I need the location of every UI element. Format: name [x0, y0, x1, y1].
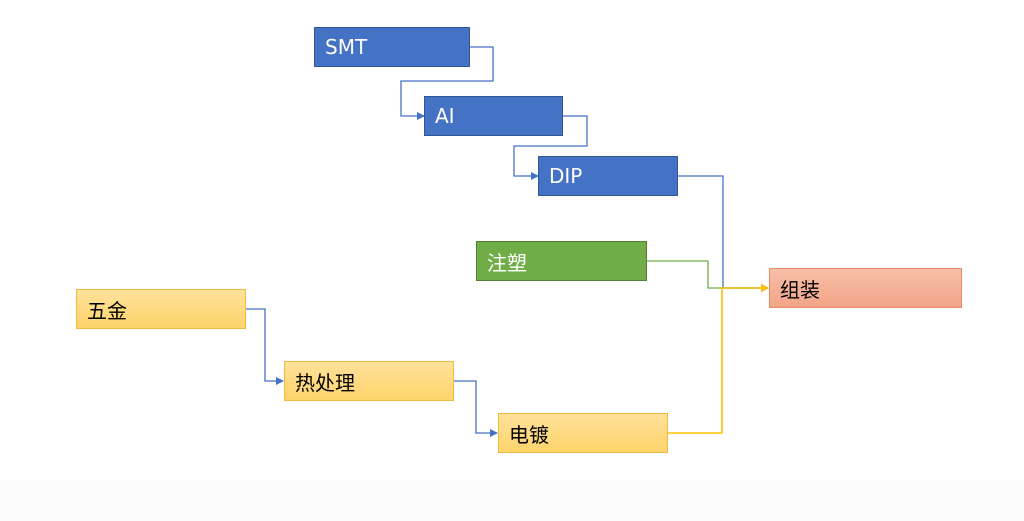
connector-smt-to-ai: [400, 46, 494, 120]
node-plating: 电镀: [498, 413, 668, 453]
node-injection: 注塑: [476, 241, 647, 281]
connector-ai-to-dip: [513, 115, 588, 180]
node-assembly-label: 组装: [780, 277, 820, 302]
node-hardware-label: 五金: [87, 298, 127, 323]
connector-hardware-to-heat: [246, 308, 284, 385]
node-smt: SMT: [314, 27, 470, 67]
node-smt-label: SMT: [325, 35, 368, 59]
connector-plating-to-assembly: [668, 284, 769, 434]
node-ai: AI: [424, 96, 563, 136]
connector-dip-to-assembly: [678, 175, 769, 292]
node-hardware: 五金: [76, 289, 246, 329]
node-dip: DIP: [538, 156, 678, 196]
node-injection-label: 注塑: [487, 250, 527, 275]
node-heat-treatment-label: 热处理: [295, 370, 355, 395]
node-ai-label: AI: [435, 104, 455, 128]
connector-injection-to-assembly: [647, 260, 769, 292]
node-heat-treatment: 热处理: [284, 361, 454, 401]
connector-heat-to-plating: [454, 380, 498, 437]
bottom-band: [0, 480, 1024, 521]
node-dip-label: DIP: [549, 164, 583, 188]
node-assembly: 组装: [769, 268, 962, 308]
node-plating-label: 电镀: [509, 422, 549, 447]
